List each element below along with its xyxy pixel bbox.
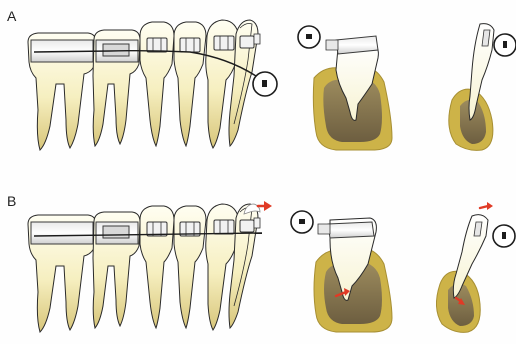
force-arrow-icon (480, 202, 493, 210)
lingual-pad-circle-icon (494, 34, 516, 56)
lingual-pad-circle-icon (291, 211, 313, 233)
panel-a-incisor-section (449, 24, 516, 151)
panel-a-arch (28, 20, 277, 150)
panel-a-molar-section (298, 26, 392, 150)
lingual-pad-circle-icon (493, 225, 515, 247)
premolar-2 (174, 206, 206, 328)
panel-b-arch (28, 201, 272, 332)
molar-1 (28, 215, 96, 332)
molar-2 (93, 212, 140, 328)
lingual-pad-circle-icon (298, 26, 320, 48)
panel-b-molar-section (291, 211, 392, 332)
panel-b-incisor-section (436, 202, 515, 332)
premolar-2 (174, 22, 206, 146)
molar-2 (93, 30, 140, 146)
lingual-pad-circle-icon (253, 72, 277, 96)
premolar-1 (140, 22, 174, 146)
premolar-1 (140, 206, 174, 328)
molar-1 (28, 33, 96, 150)
